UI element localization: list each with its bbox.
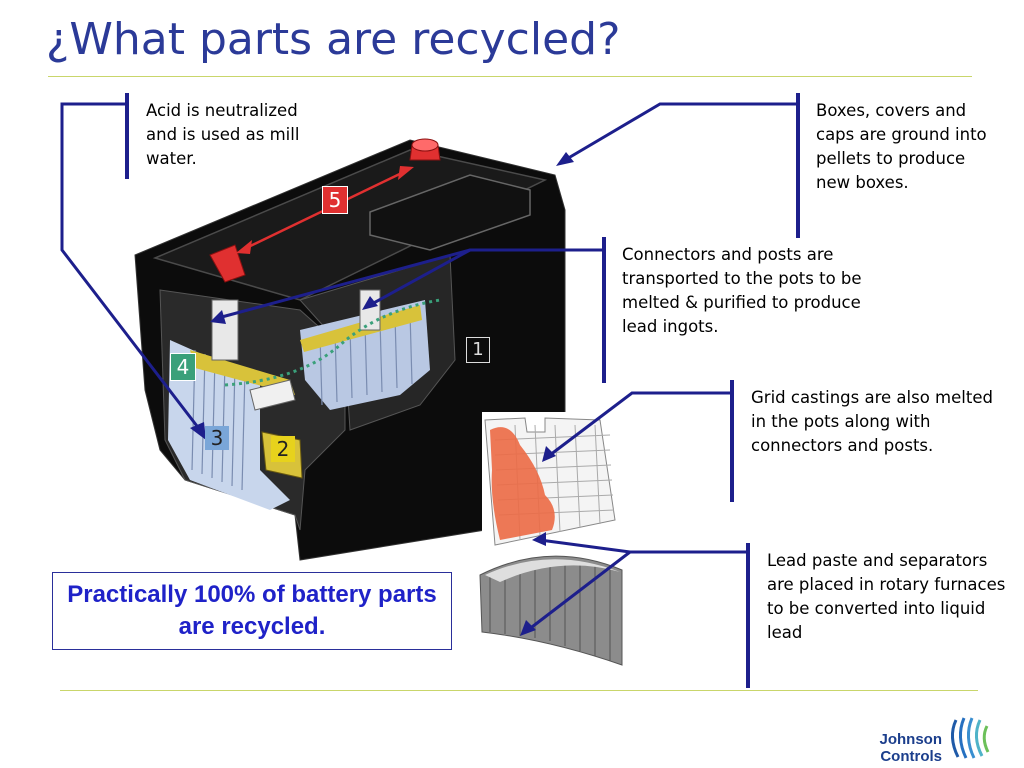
- callout-arrows: [60, 102, 798, 632]
- logo-line-2: Controls: [880, 748, 942, 765]
- callout-text: Practically 100% of battery parts are re…: [67, 581, 437, 640]
- label-2: 2: [271, 436, 295, 462]
- arrow-heads: [190, 152, 574, 636]
- title-divider: [48, 76, 972, 77]
- footer-divider: [60, 690, 978, 691]
- recycling-callout-box: Practically 100% of battery parts are re…: [52, 572, 452, 650]
- grid-paste-illustration: [479, 412, 623, 666]
- caption-connectors: Connectors and posts are transported to …: [622, 245, 862, 336]
- caption-boxes: Boxes, covers and caps are ground into p…: [816, 101, 987, 192]
- caption-acid: Acid is neutralized and is used as mill …: [146, 101, 300, 168]
- boxes-caption-bar: [796, 93, 800, 238]
- label-4: 4: [170, 353, 196, 381]
- logo-line-1: Johnson: [879, 731, 943, 748]
- slide-title: ¿What parts are recycled?: [46, 14, 621, 65]
- label-5: 5: [322, 186, 348, 214]
- paste-caption-bar: [746, 543, 750, 688]
- johnson-controls-logo: Johnson Controls: [866, 731, 943, 765]
- label-3: 3: [205, 426, 229, 450]
- terminal-posts: [209, 138, 441, 283]
- grid-caption-bar: [730, 380, 734, 502]
- johnson-controls-emblem-icon: [951, 717, 990, 759]
- acid-caption-bar: [125, 93, 129, 179]
- caption-grid: Grid castings are also melted in the pot…: [751, 388, 993, 455]
- battery-plates: [168, 289, 441, 510]
- connectors-caption-bar: [602, 237, 606, 383]
- caption-paste: Lead paste and separators are placed in …: [767, 551, 1006, 642]
- label-1: 1: [466, 337, 490, 363]
